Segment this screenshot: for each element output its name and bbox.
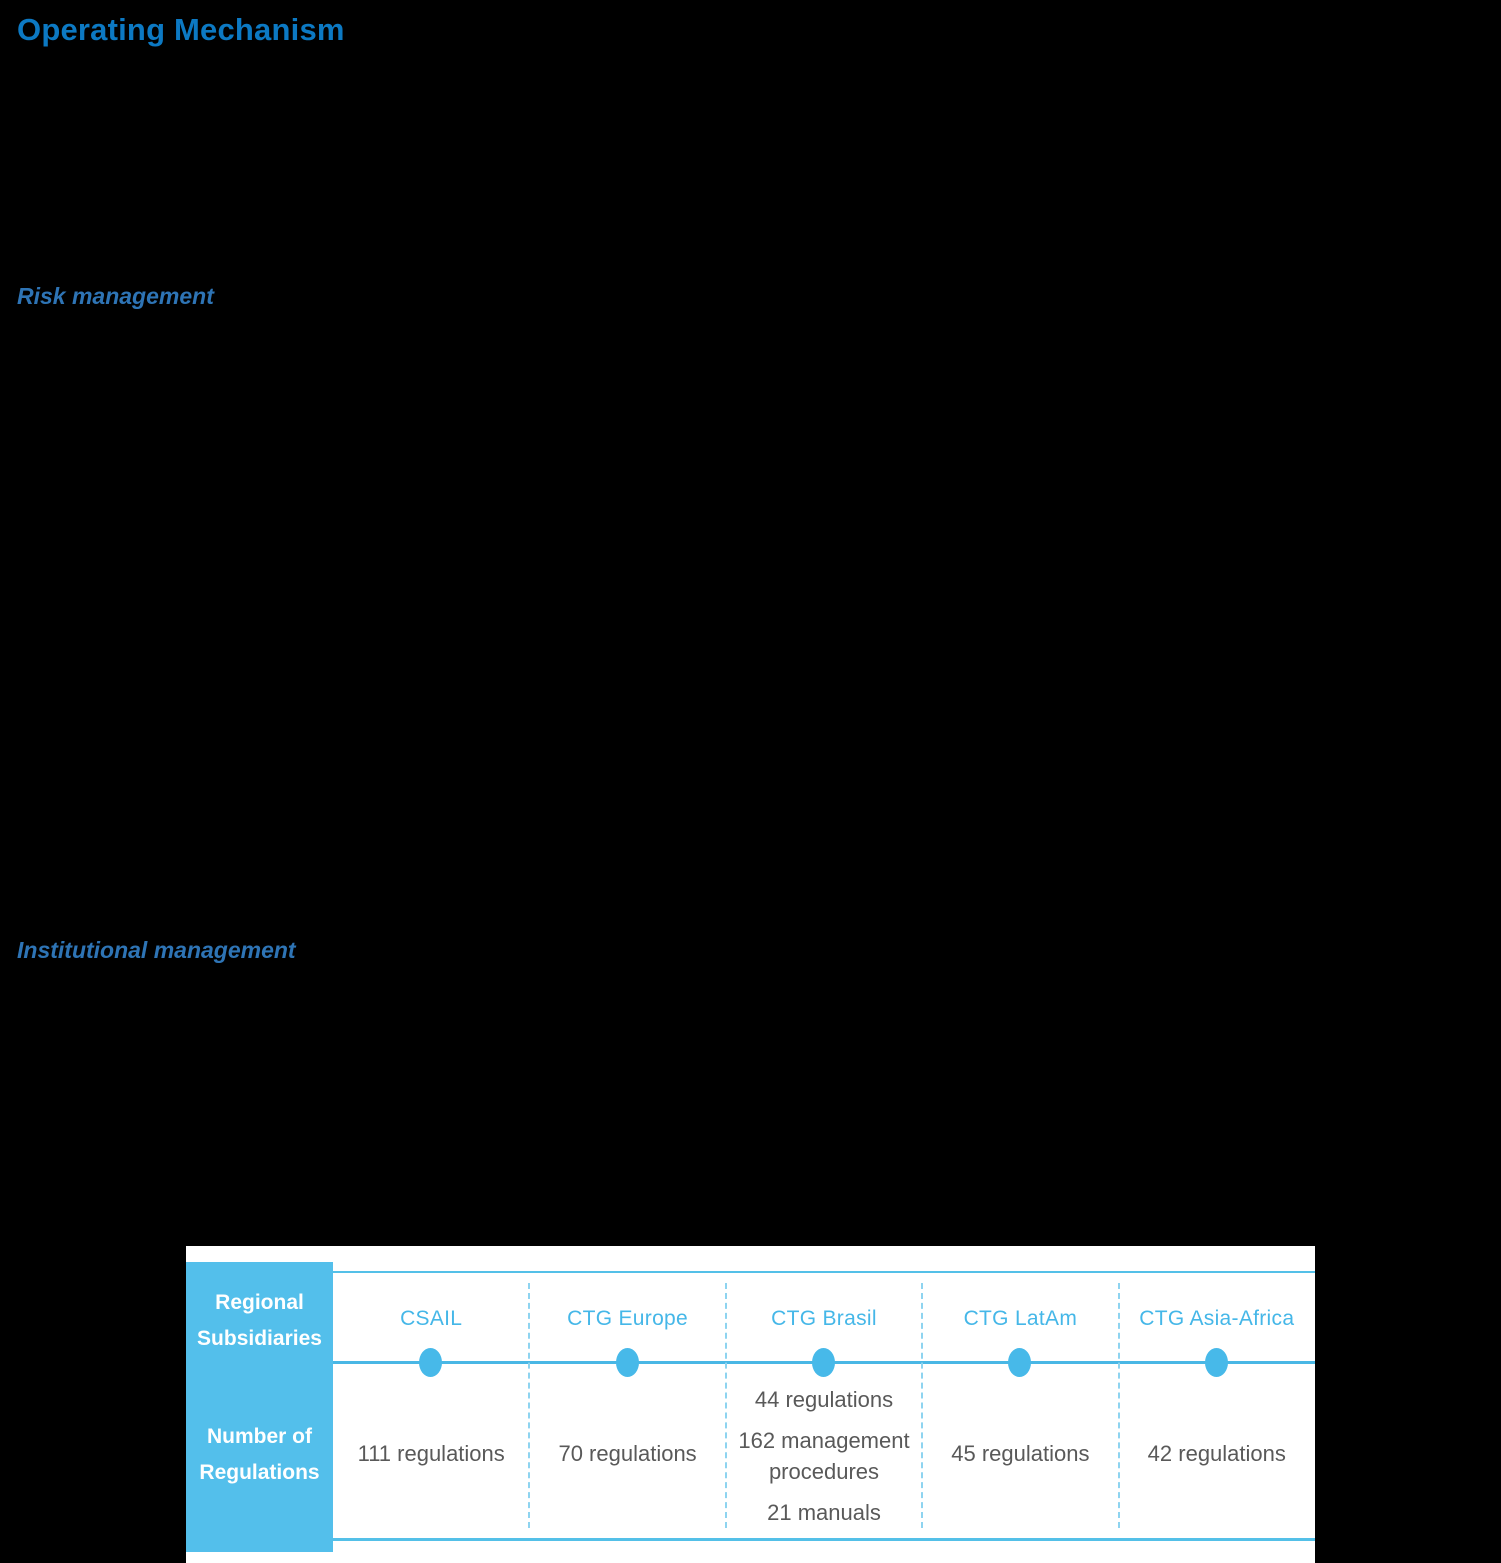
column-header: CTG Europe	[567, 1307, 689, 1330]
column-header: CTG Brasil	[771, 1307, 877, 1330]
row-header-regional-subsidiaries: Regional Subsidiaries	[197, 1291, 322, 1350]
column-value: 44 regulations	[754, 1387, 894, 1412]
table-column-csail: CSAIL 111 regulations	[333, 1273, 529, 1529]
table-row-header-column: Regional Subsidiaries Number of Regulati…	[186, 1262, 333, 1552]
column-header: CTG Asia-Africa	[1139, 1307, 1295, 1330]
column-separator	[724, 1283, 727, 1528]
table-bottom-border	[333, 1538, 1315, 1541]
column-separator	[921, 1283, 924, 1528]
table-columns: CSAIL 111 regulations CTG Europe 70 regu…	[333, 1273, 1315, 1529]
column-separator	[1117, 1283, 1120, 1528]
column-value: 42 regulations	[1147, 1441, 1286, 1466]
timeline-dot	[615, 1348, 639, 1377]
column-value-list: 44 regulations 162 management procedures…	[731, 1384, 917, 1528]
column-header: CTG LatAm	[963, 1307, 1078, 1330]
section-heading-risk-management: Risk management	[17, 283, 214, 309]
page-title: Operating Mechanism	[17, 12, 345, 47]
column-value: 70 regulations	[558, 1441, 697, 1466]
column-header: CSAIL	[400, 1307, 463, 1330]
timeline-dot	[419, 1348, 443, 1377]
section-heading-institutional-management: Institutional management	[17, 937, 296, 963]
column-value: 111 regulations	[357, 1441, 505, 1466]
row-header-number-of-regulations: Number of Regulations	[199, 1425, 320, 1484]
column-value: 45 regulations	[951, 1441, 1090, 1466]
timeline-dot	[811, 1348, 835, 1377]
column-value: 162 management procedures	[738, 1428, 910, 1484]
column-separator	[528, 1283, 531, 1528]
timeline-dot	[1008, 1348, 1032, 1377]
regulations-table: Regional Subsidiaries Number of Regulati…	[186, 1246, 1315, 1563]
timeline-dot	[1204, 1348, 1228, 1377]
table-column-ctg-latam: CTG LatAm 45 regulations	[922, 1273, 1118, 1529]
table-column-ctg-europe: CTG Europe 70 regulations	[529, 1273, 725, 1529]
table-column-ctg-brasil: CTG Brasil 44 regulations 162 management…	[726, 1273, 922, 1529]
column-value: 21 manuals	[767, 1500, 881, 1525]
table-column-ctg-asia-africa: CTG Asia-Africa 42 regulations	[1119, 1273, 1315, 1529]
table-top-border	[333, 1271, 1315, 1273]
